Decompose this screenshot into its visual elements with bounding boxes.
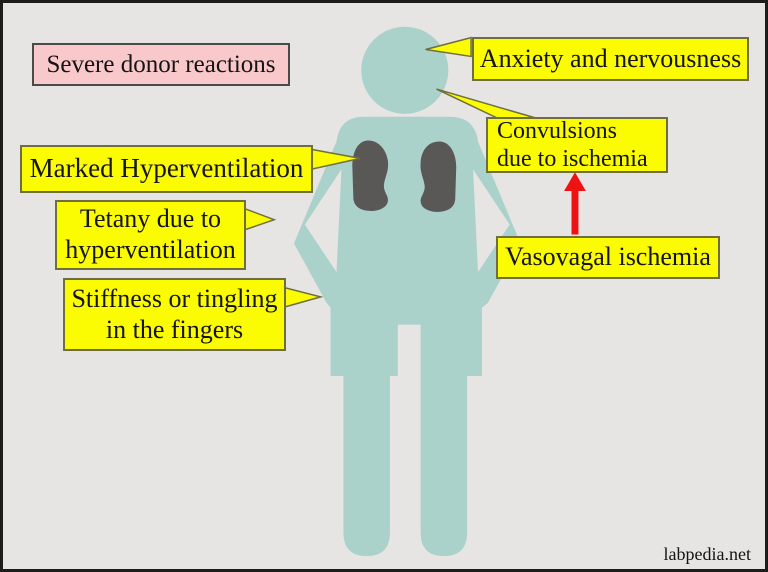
human-body-icon [293, 116, 521, 557]
watermark-label: labpedia.net [663, 544, 751, 564]
callout-tetany-line2: hyperventilation [65, 235, 236, 264]
callout-vasovagal-label: Vasovagal ischemia [505, 242, 711, 272]
red-arrow-shaft [571, 189, 579, 235]
right-arm-gap [473, 169, 510, 273]
diagram-title: Severe donor reactions [32, 43, 290, 86]
pointer-tetany [241, 206, 277, 232]
callout-vasovagal: Vasovagal ischemia [496, 236, 720, 279]
left-lung-icon [352, 140, 389, 211]
callout-marked-hyperventilation: Marked Hyperventilation [20, 145, 313, 193]
callout-convulsions: Convulsions due to ischemia [486, 117, 668, 173]
callout-tetany: Tetany due to hyperventilation [55, 200, 246, 270]
pointer-anxiety [425, 36, 472, 58]
callout-stiffness-line1: Stiffness or tingling [71, 283, 278, 313]
callout-convulsions-line2: due to ischemia [497, 146, 648, 172]
red-arrow-head-icon [564, 172, 586, 192]
figure-layer [241, 26, 586, 557]
human-head-icon [361, 26, 449, 114]
diagram-title-label: Severe donor reactions [46, 50, 276, 78]
callout-stiffness-line2: in the fingers [105, 314, 244, 344]
callout-anxiety-label: Anxiety and nervousness [479, 43, 742, 73]
callout-convulsions-line1: Convulsions [497, 117, 618, 144]
watermark: labpedia.net [664, 544, 751, 565]
callout-anxiety: Anxiety and nervousness [472, 37, 749, 81]
callout-tetany-line1: Tetany due to [79, 204, 222, 234]
callout-stiffness: Stiffness or tingling in the fingers [63, 278, 286, 351]
right-lung-icon [420, 141, 457, 212]
callout-marked-hyperventilation-label: Marked Hyperventilation [29, 153, 304, 184]
pointer-convulsions [436, 88, 539, 120]
left-arm-gap [304, 169, 342, 273]
pointer-stiffness [281, 286, 324, 309]
